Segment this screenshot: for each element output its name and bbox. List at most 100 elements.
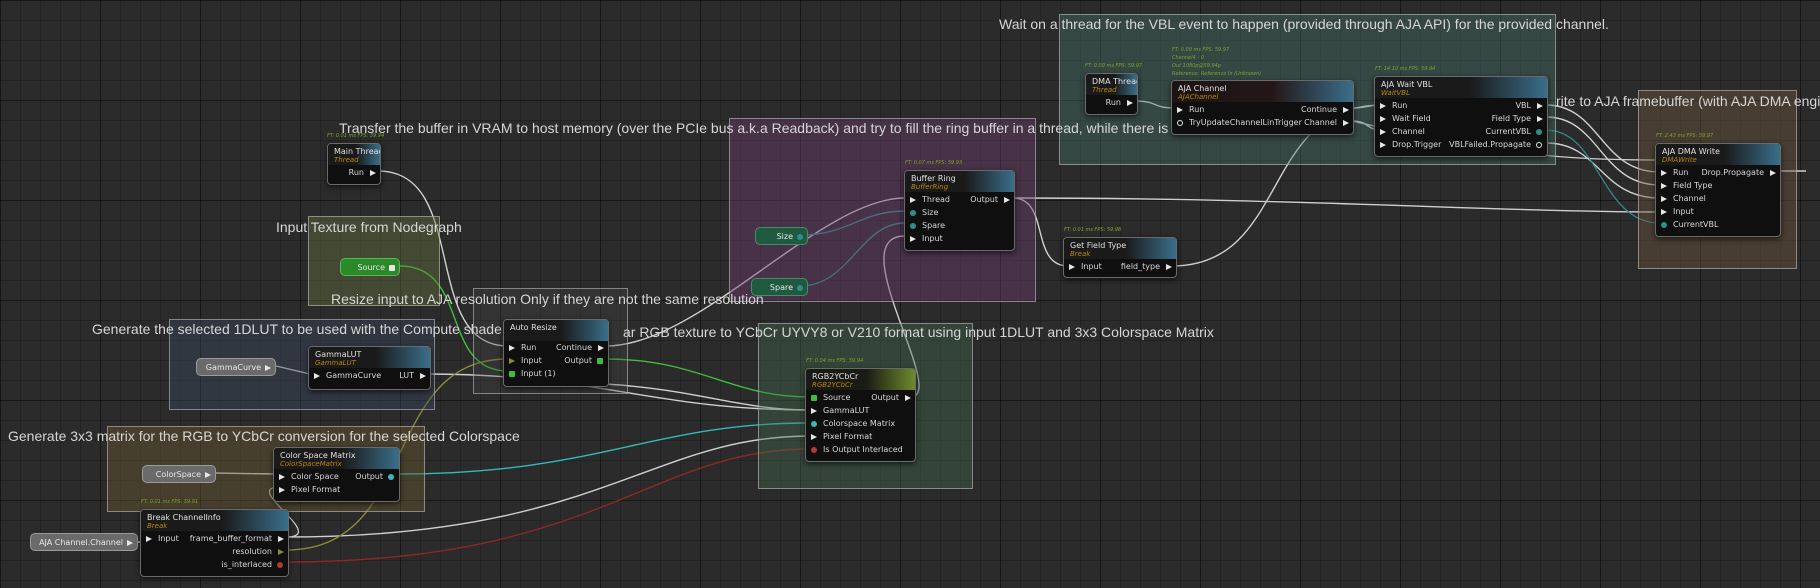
node-header[interactable]: Get Field Type Break bbox=[1064, 238, 1176, 259]
node-break-channelinfo[interactable]: Break ChannelInfo Break Input frame_buff… bbox=[140, 509, 289, 577]
input-pin-size[interactable]: Size bbox=[910, 208, 938, 218]
input-pin-input[interactable]: Input bbox=[1661, 207, 1694, 217]
input-pin-current-vbl[interactable]: CurrentVBL bbox=[1661, 220, 1718, 230]
data-pin-icon bbox=[146, 536, 152, 542]
output-pin-output[interactable]: Output bbox=[355, 472, 395, 482]
input-pin-is-output-interlaced[interactable]: Is Output Interlaced bbox=[811, 445, 903, 455]
node-auto-resize[interactable]: Auto Resize Run Input Input (1) Continue… bbox=[503, 319, 609, 387]
input-pin-channel[interactable]: Channel bbox=[1661, 194, 1706, 204]
input-pin-gamma-lut[interactable]: GammaLUT bbox=[811, 406, 869, 416]
data-pin-icon bbox=[1166, 264, 1172, 270]
output-pin-continue[interactable]: Continue bbox=[1301, 105, 1349, 115]
exec-pin-icon bbox=[910, 197, 916, 203]
data-pin-icon bbox=[910, 236, 916, 242]
input-pin-field-type[interactable]: Field Type bbox=[1661, 181, 1712, 191]
output-pin-vbl-failed[interactable]: VBLFailed.Propagate bbox=[1449, 140, 1543, 150]
node-rgb2ycbcr[interactable]: RGB2YCbCr RGB2YCbCr Source GammaLUT Colo… bbox=[805, 368, 916, 462]
node-header[interactable]: Break ChannelInfo Break bbox=[141, 510, 288, 531]
input-pin-gamma-curve[interactable]: GammaCurve bbox=[314, 371, 381, 381]
input-pin-run[interactable]: Run bbox=[1661, 168, 1688, 178]
constant-aja-channel-channel[interactable]: AJA Channel.Channel bbox=[30, 533, 138, 551]
input-pin-thread[interactable]: Thread bbox=[910, 195, 950, 205]
output-pin-run[interactable]: Run bbox=[349, 168, 376, 178]
input-pin-input[interactable]: Input bbox=[1069, 262, 1102, 272]
node-header[interactable]: AJA Channel AJAChannel bbox=[1172, 81, 1353, 102]
output-pin-continue[interactable]: Continue bbox=[556, 343, 604, 353]
output-pin-drop-propagate[interactable]: Drop.Propagate bbox=[1702, 168, 1776, 178]
data-pin-icon bbox=[1004, 197, 1010, 203]
input-pin-wait-field[interactable]: Wait Field bbox=[1380, 114, 1431, 124]
output-pin-lut[interactable]: LUT bbox=[399, 371, 426, 381]
constant-source[interactable]: Source bbox=[340, 258, 400, 276]
wire-vbl-current-to-write bbox=[1545, 129, 1661, 224]
node-dma-thread[interactable]: DMA Thread Thread Run bbox=[1085, 73, 1138, 115]
data-pin-icon bbox=[1343, 120, 1349, 126]
output-pin-icon[interactable] bbox=[797, 234, 803, 240]
data-pin-icon bbox=[1661, 196, 1667, 202]
output-pin-icon[interactable] bbox=[205, 472, 211, 478]
node-aja-wait-vbl[interactable]: AJA Wait VBL WaitVBL Run Wait Field Chan… bbox=[1374, 76, 1548, 157]
input-pin-color-space[interactable]: Color Space bbox=[279, 472, 339, 482]
output-pin-run[interactable]: Run bbox=[1106, 98, 1133, 108]
output-pin-channel[interactable]: Channel bbox=[1304, 118, 1349, 128]
node-header[interactable]: DMA Thread Thread bbox=[1086, 74, 1137, 95]
constant-spare[interactable]: Spare bbox=[751, 278, 808, 296]
wire-break-interlaced-to-rgb bbox=[285, 448, 811, 563]
input-pin-input[interactable]: Input bbox=[146, 534, 179, 544]
output-pin-field-type[interactable]: field_type bbox=[1121, 262, 1172, 272]
node-get-field-type[interactable]: Get Field Type Break Input field_type bbox=[1063, 237, 1177, 278]
node-aja-dma-write[interactable]: AJA DMA Write DMAWrite Run Field Type Ch… bbox=[1655, 143, 1781, 237]
data-pin-icon bbox=[811, 408, 817, 414]
output-pin-icon[interactable] bbox=[797, 285, 803, 291]
node-aja-channel[interactable]: AJA Channel AJAChannel Run TryUpdateChan… bbox=[1171, 80, 1354, 135]
input-pin-colorspace-matrix[interactable]: Colorspace Matrix bbox=[811, 419, 895, 429]
output-pin-frame-buffer-format[interactable]: frame_buffer_format bbox=[190, 534, 284, 544]
node-header[interactable]: Auto Resize bbox=[504, 320, 608, 341]
output-pin-output[interactable]: Output bbox=[970, 195, 1010, 205]
node-buffer-ring[interactable]: Buffer Ring BufferRing Thread Size Spare… bbox=[904, 170, 1015, 251]
output-pin-output[interactable]: Output bbox=[871, 393, 911, 403]
node-header[interactable]: Buffer Ring BufferRing bbox=[905, 171, 1014, 192]
input-pin-run[interactable]: Run bbox=[1177, 105, 1204, 115]
input-pin-pixel-format[interactable]: Pixel Format bbox=[811, 432, 872, 442]
node-gamma-lut[interactable]: GammaLUT GammaLUT GammaCurve LUT bbox=[308, 346, 431, 390]
input-pin-input[interactable]: Input bbox=[910, 234, 943, 244]
input-pin-input[interactable]: Input bbox=[509, 356, 542, 366]
input-pin-run[interactable]: Run bbox=[509, 343, 536, 353]
input-pin-channel[interactable]: Channel bbox=[1380, 127, 1425, 137]
bool-pin-icon bbox=[277, 562, 283, 568]
input-pin-run[interactable]: Run bbox=[1380, 101, 1407, 111]
node-header[interactable]: RGB2YCbCr RGB2YCbCr bbox=[806, 369, 915, 390]
wire-resize-continue-to-ring bbox=[605, 197, 906, 347]
node-header[interactable]: Main Thread Thread bbox=[328, 144, 380, 165]
input-pin-spare[interactable]: Spare bbox=[910, 221, 945, 231]
output-pin-icon[interactable] bbox=[389, 265, 395, 271]
node-color-space-matrix[interactable]: Color Space Matrix ColorSpaceMatrix Colo… bbox=[273, 447, 400, 502]
output-pin-icon[interactable] bbox=[127, 540, 133, 546]
output-pin-output[interactable]: Output bbox=[564, 356, 604, 366]
input-pin-drop-trigger[interactable]: Drop.Trigger bbox=[1380, 140, 1441, 150]
wire-lut-to-rgb bbox=[425, 373, 811, 411]
input-pin-pixel-format[interactable]: Pixel Format bbox=[279, 485, 340, 495]
output-pin-field-type[interactable]: Field Type bbox=[1492, 114, 1543, 124]
node-header[interactable]: Color Space Matrix ColorSpaceMatrix bbox=[274, 448, 399, 469]
constant-gamma-curve[interactable]: GammaCurve bbox=[196, 358, 276, 376]
node-header[interactable]: AJA Wait VBL WaitVBL bbox=[1375, 77, 1547, 98]
node-header[interactable]: AJA DMA Write DMAWrite bbox=[1656, 144, 1780, 165]
stat-buffer-ring: FT: 0.07 ms FPS: 59.93 bbox=[905, 160, 963, 166]
output-pin-vbl[interactable]: VBL bbox=[1516, 101, 1543, 111]
output-pin-resolution[interactable]: resolution bbox=[232, 547, 284, 557]
constant-size[interactable]: Size bbox=[755, 227, 808, 245]
constant-color-space[interactable]: ColorSpace bbox=[142, 465, 216, 483]
output-pin-current-vbl[interactable]: CurrentVBL bbox=[1486, 127, 1543, 137]
wire-vbl-to-write-run bbox=[1545, 104, 1661, 173]
output-pin-is-interlaced[interactable]: is_interlaced bbox=[221, 560, 284, 570]
node-main-thread[interactable]: Main Thread Thread Run bbox=[327, 143, 381, 185]
node-header[interactable]: GammaLUT GammaLUT bbox=[309, 347, 430, 368]
input-pin-input-1[interactable]: Input (1) bbox=[509, 369, 556, 379]
output-pin-icon[interactable] bbox=[265, 365, 271, 371]
input-pin-source[interactable]: Source bbox=[811, 393, 850, 403]
data-pin-icon bbox=[279, 474, 285, 480]
input-pin-try-update[interactable]: TryUpdateChannelLinTrigger bbox=[1177, 118, 1302, 128]
wire-resize-out-to-rgb-source bbox=[605, 358, 811, 398]
